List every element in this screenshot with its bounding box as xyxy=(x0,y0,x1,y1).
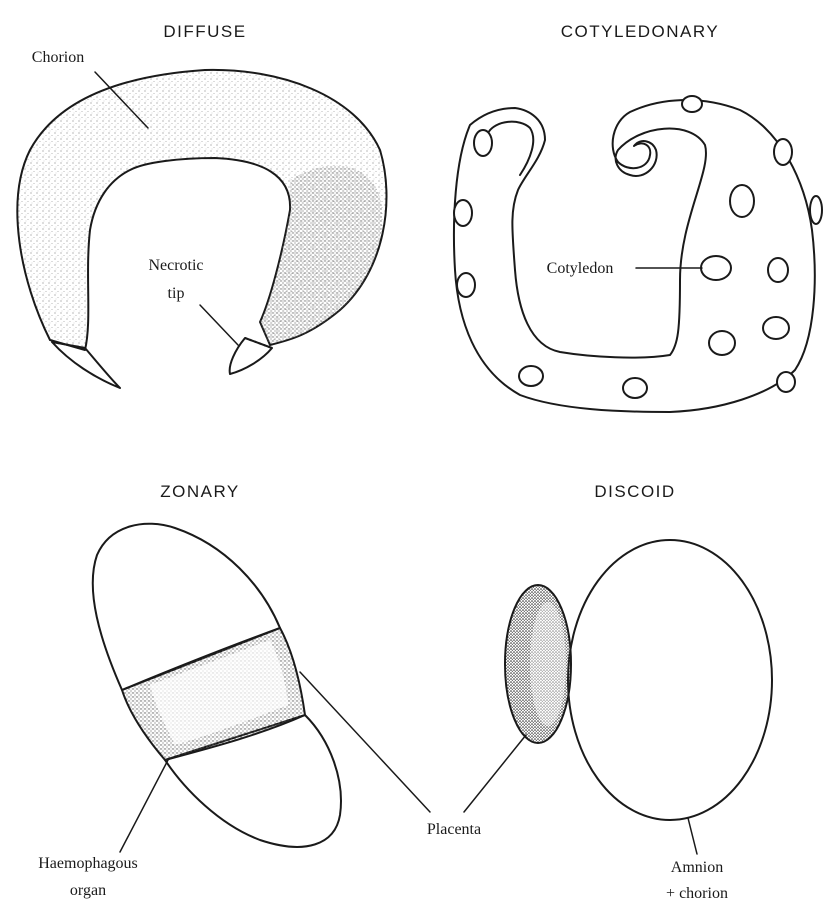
cotyledon xyxy=(730,185,754,217)
cotyledon xyxy=(774,139,792,165)
cotyledon xyxy=(454,200,472,226)
haemophagous-label-line2: organ xyxy=(70,882,106,899)
placenta-leader-to-discoid xyxy=(464,735,526,812)
cotyledon xyxy=(519,366,543,386)
discoid-panel: DISCOID Amnion + chorion xyxy=(505,482,772,902)
placenta-label: Placenta xyxy=(427,821,481,838)
haemophagous-label-line1: Haemophagous xyxy=(38,855,138,872)
cotyledonary-panel: COTYLEDONARY Cotyledon xyxy=(454,22,822,412)
cotyledon xyxy=(474,130,492,156)
zonary-panel: ZONARY Haemophagous organ xyxy=(38,482,341,899)
necrotic-label-line1: Necrotic xyxy=(148,257,203,274)
chorion-label: Chorion xyxy=(32,49,84,66)
amnion-label-line1: Amnion xyxy=(671,859,723,876)
cotyledon-label: Cotyledon xyxy=(547,260,614,277)
cotyledonary-inner-tongue xyxy=(488,122,533,175)
cotyledon xyxy=(810,196,822,224)
discoid-title: DISCOID xyxy=(594,482,675,501)
zonary-title: ZONARY xyxy=(160,482,240,501)
cotyledon xyxy=(763,317,789,339)
haemophagous-leader-line xyxy=(120,760,168,852)
cotyledon xyxy=(768,258,788,282)
cotyledon xyxy=(623,378,647,398)
cotyledon xyxy=(701,256,731,280)
discoid-disc-highlight xyxy=(530,602,566,726)
necrotic-label-line2: tip xyxy=(168,285,185,302)
cotyledon xyxy=(777,372,795,392)
diffuse-left-tip xyxy=(52,342,120,388)
amnion-leader-line xyxy=(688,818,697,854)
cotyledon xyxy=(457,273,475,297)
discoid-amnion-chorion xyxy=(568,540,772,820)
diffuse-title: DIFFUSE xyxy=(163,22,246,41)
amnion-label-line2: + chorion xyxy=(666,885,728,902)
cotyledonary-title: COTYLEDONARY xyxy=(561,22,719,41)
cotyledon xyxy=(709,331,735,355)
cotyledon xyxy=(682,96,702,112)
diffuse-panel: DIFFUSE Chorion Necrotic tip xyxy=(17,22,386,388)
necrotic-leader-line xyxy=(200,305,238,345)
diffuse-dense-stipple xyxy=(260,166,382,343)
placenta-label-group: Placenta xyxy=(300,672,526,838)
cotyledonary-chorion-outline xyxy=(454,100,815,412)
placenta-leader-to-zonary xyxy=(300,672,430,812)
